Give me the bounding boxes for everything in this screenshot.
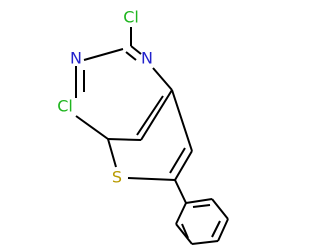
bond-c4-c4a <box>75 115 109 140</box>
bond-ph-5 <box>175 223 193 245</box>
bond-ph-6 <box>175 202 187 225</box>
bond-c7-c6 <box>174 150 193 181</box>
bond-ph-3 <box>217 218 229 242</box>
chemical-structure-diagram: Cl N N Cl S <box>57 8 229 245</box>
bond-c2-n1 <box>83 48 124 61</box>
bond-c7a-c7 <box>171 89 193 152</box>
bond-c4a-c7a-bottom <box>107 138 142 141</box>
bond-c7-c6-double <box>169 147 186 174</box>
chlorine-atom-left: Cl <box>57 97 73 116</box>
bond-n3-c7a <box>152 67 173 91</box>
bond-ph-2 <box>211 198 229 220</box>
bond-c7a-c4a <box>140 89 173 141</box>
bond-ph-4 <box>191 240 219 245</box>
nitrogen-atom-left: N <box>70 49 82 68</box>
bond-ph-1 <box>185 198 213 204</box>
sulfur-atom: S <box>112 168 122 187</box>
atom-labels: Cl N N Cl S <box>57 8 153 187</box>
bond-c2-n3-double <box>125 51 137 61</box>
bond-ph-d2 <box>211 220 221 238</box>
bond-c4a-s <box>107 138 117 168</box>
bond-lines <box>75 27 229 245</box>
chlorine-atom-top: Cl <box>123 8 139 27</box>
bond-ph-d3 <box>181 223 189 239</box>
bond-ph-d1 <box>192 204 211 208</box>
bond-c7a-c4a-inner <box>136 95 164 136</box>
bond-c6-ph <box>174 179 187 204</box>
bond-c2-n3 <box>130 45 142 55</box>
nitrogen-atom-right: N <box>141 49 153 68</box>
bond-c6-s <box>127 177 176 181</box>
